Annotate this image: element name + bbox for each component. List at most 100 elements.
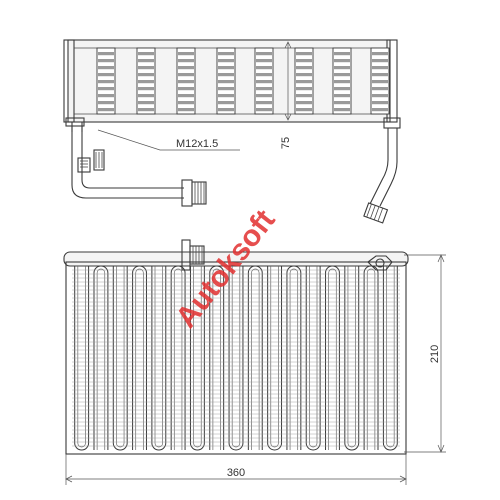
fin-stripe <box>296 87 312 91</box>
fin-stripe <box>218 52 234 56</box>
dim-label-75: 75 <box>280 137 292 149</box>
fin-stripe <box>138 80 154 84</box>
fin-stripe <box>98 73 114 77</box>
fin-stripe <box>218 87 234 91</box>
fin-stripe <box>334 52 350 56</box>
fin-stripe <box>372 52 388 56</box>
coil-pass-inner <box>154 266 163 448</box>
coil-pass-inner <box>212 268 221 450</box>
coil-pass <box>286 265 302 450</box>
left-tube-clamp <box>65 117 85 127</box>
fin-stripe <box>372 101 388 105</box>
coil-pass-inner <box>328 268 337 450</box>
fin-stripe <box>256 66 272 70</box>
fin-stripe <box>372 66 388 70</box>
coil-pass-inner <box>347 266 356 448</box>
coil-pass <box>93 265 109 450</box>
fin-stripe <box>178 94 194 98</box>
fin-stripe <box>218 101 234 105</box>
fin-stripe <box>218 108 234 112</box>
front-inlet-fitting <box>181 239 205 271</box>
coil-pass <box>74 266 90 451</box>
fin-stripe <box>256 101 272 105</box>
fin-stripe <box>178 59 194 63</box>
fin-stripe <box>178 87 194 91</box>
coil-pass-inner <box>193 266 202 448</box>
fin-stripe <box>138 66 154 70</box>
fin-stripe <box>334 101 350 105</box>
fin-stripe <box>138 108 154 112</box>
front-view: 210 360 <box>63 239 446 485</box>
fin-stripe <box>218 80 234 84</box>
coil-pass <box>305 266 321 451</box>
fin-stripe <box>138 94 154 98</box>
fin-stripe <box>372 73 388 77</box>
fin-stripe <box>296 101 312 105</box>
coil-pass <box>189 266 205 451</box>
fin-stripe <box>178 80 194 84</box>
fin-stripe <box>98 87 114 91</box>
fin-stripe <box>256 87 272 91</box>
coil-pass <box>170 265 186 450</box>
fin-stripe <box>218 73 234 77</box>
fin-stripe <box>296 73 312 77</box>
top-left-cap <box>63 39 75 123</box>
dim-label-210: 210 <box>429 345 441 363</box>
coil-pass <box>382 266 398 451</box>
fin-stripe <box>98 52 114 56</box>
fin-stripe <box>334 73 350 77</box>
fin-stripe <box>334 108 350 112</box>
coil-pass-inner <box>135 268 144 450</box>
left-tube-fitting <box>181 179 193 207</box>
fin-stripe <box>98 101 114 105</box>
fin-blocks <box>96 47 390 115</box>
coil-pass <box>363 265 379 450</box>
fin-stripe <box>178 66 194 70</box>
coil-pass-inner <box>270 266 279 448</box>
front-core-outline <box>65 261 407 455</box>
fin-stripe <box>296 66 312 70</box>
fin-stripe <box>334 59 350 63</box>
fin-stripe <box>218 66 234 70</box>
fin-stripe <box>98 59 114 63</box>
fin-stripe <box>178 101 194 105</box>
coil-pass-inner <box>116 266 125 448</box>
coil-pass-inner <box>309 266 318 448</box>
thread-callout-label: M12x1.5 <box>176 138 218 150</box>
fin-stripe <box>372 108 388 112</box>
coil-pass-inner <box>289 268 299 450</box>
fin-stripe <box>256 94 272 98</box>
fin-stripe <box>98 94 114 98</box>
coil-pass <box>344 266 360 451</box>
fin-stripe <box>98 80 114 84</box>
fin-stripe <box>372 80 388 84</box>
top-view: M12x1.5 75 <box>63 39 401 224</box>
fin-stripe <box>218 94 234 98</box>
fin-stripe <box>256 80 272 84</box>
coil-pass <box>267 266 283 451</box>
watermark: Autoksoft <box>170 204 282 335</box>
fin-stripe <box>334 80 350 84</box>
coil-pass-inner <box>231 266 241 448</box>
dim-label-360: 360 <box>227 467 245 479</box>
fin-stripe <box>372 94 388 98</box>
fin-stripe <box>372 87 388 91</box>
fin-stripe <box>296 108 312 112</box>
coil-pass-inner <box>173 268 183 450</box>
coil-pass-inner <box>386 266 395 448</box>
coil-pass <box>228 266 244 451</box>
fin-stripe <box>372 59 388 63</box>
coil-pass <box>132 265 147 450</box>
service-valve <box>77 157 91 173</box>
fin-stripe <box>334 87 350 91</box>
coil-pass <box>151 266 167 451</box>
thread-callout-leader <box>97 129 240 151</box>
fin-stripe <box>256 73 272 77</box>
fin-stripe <box>178 108 194 112</box>
fin-stripe <box>218 59 234 63</box>
fin-stripe <box>138 52 154 56</box>
right-tube-fitting <box>363 202 389 224</box>
coil-pass-inner <box>366 268 376 450</box>
watermark-text: Autoksoft <box>170 204 282 335</box>
